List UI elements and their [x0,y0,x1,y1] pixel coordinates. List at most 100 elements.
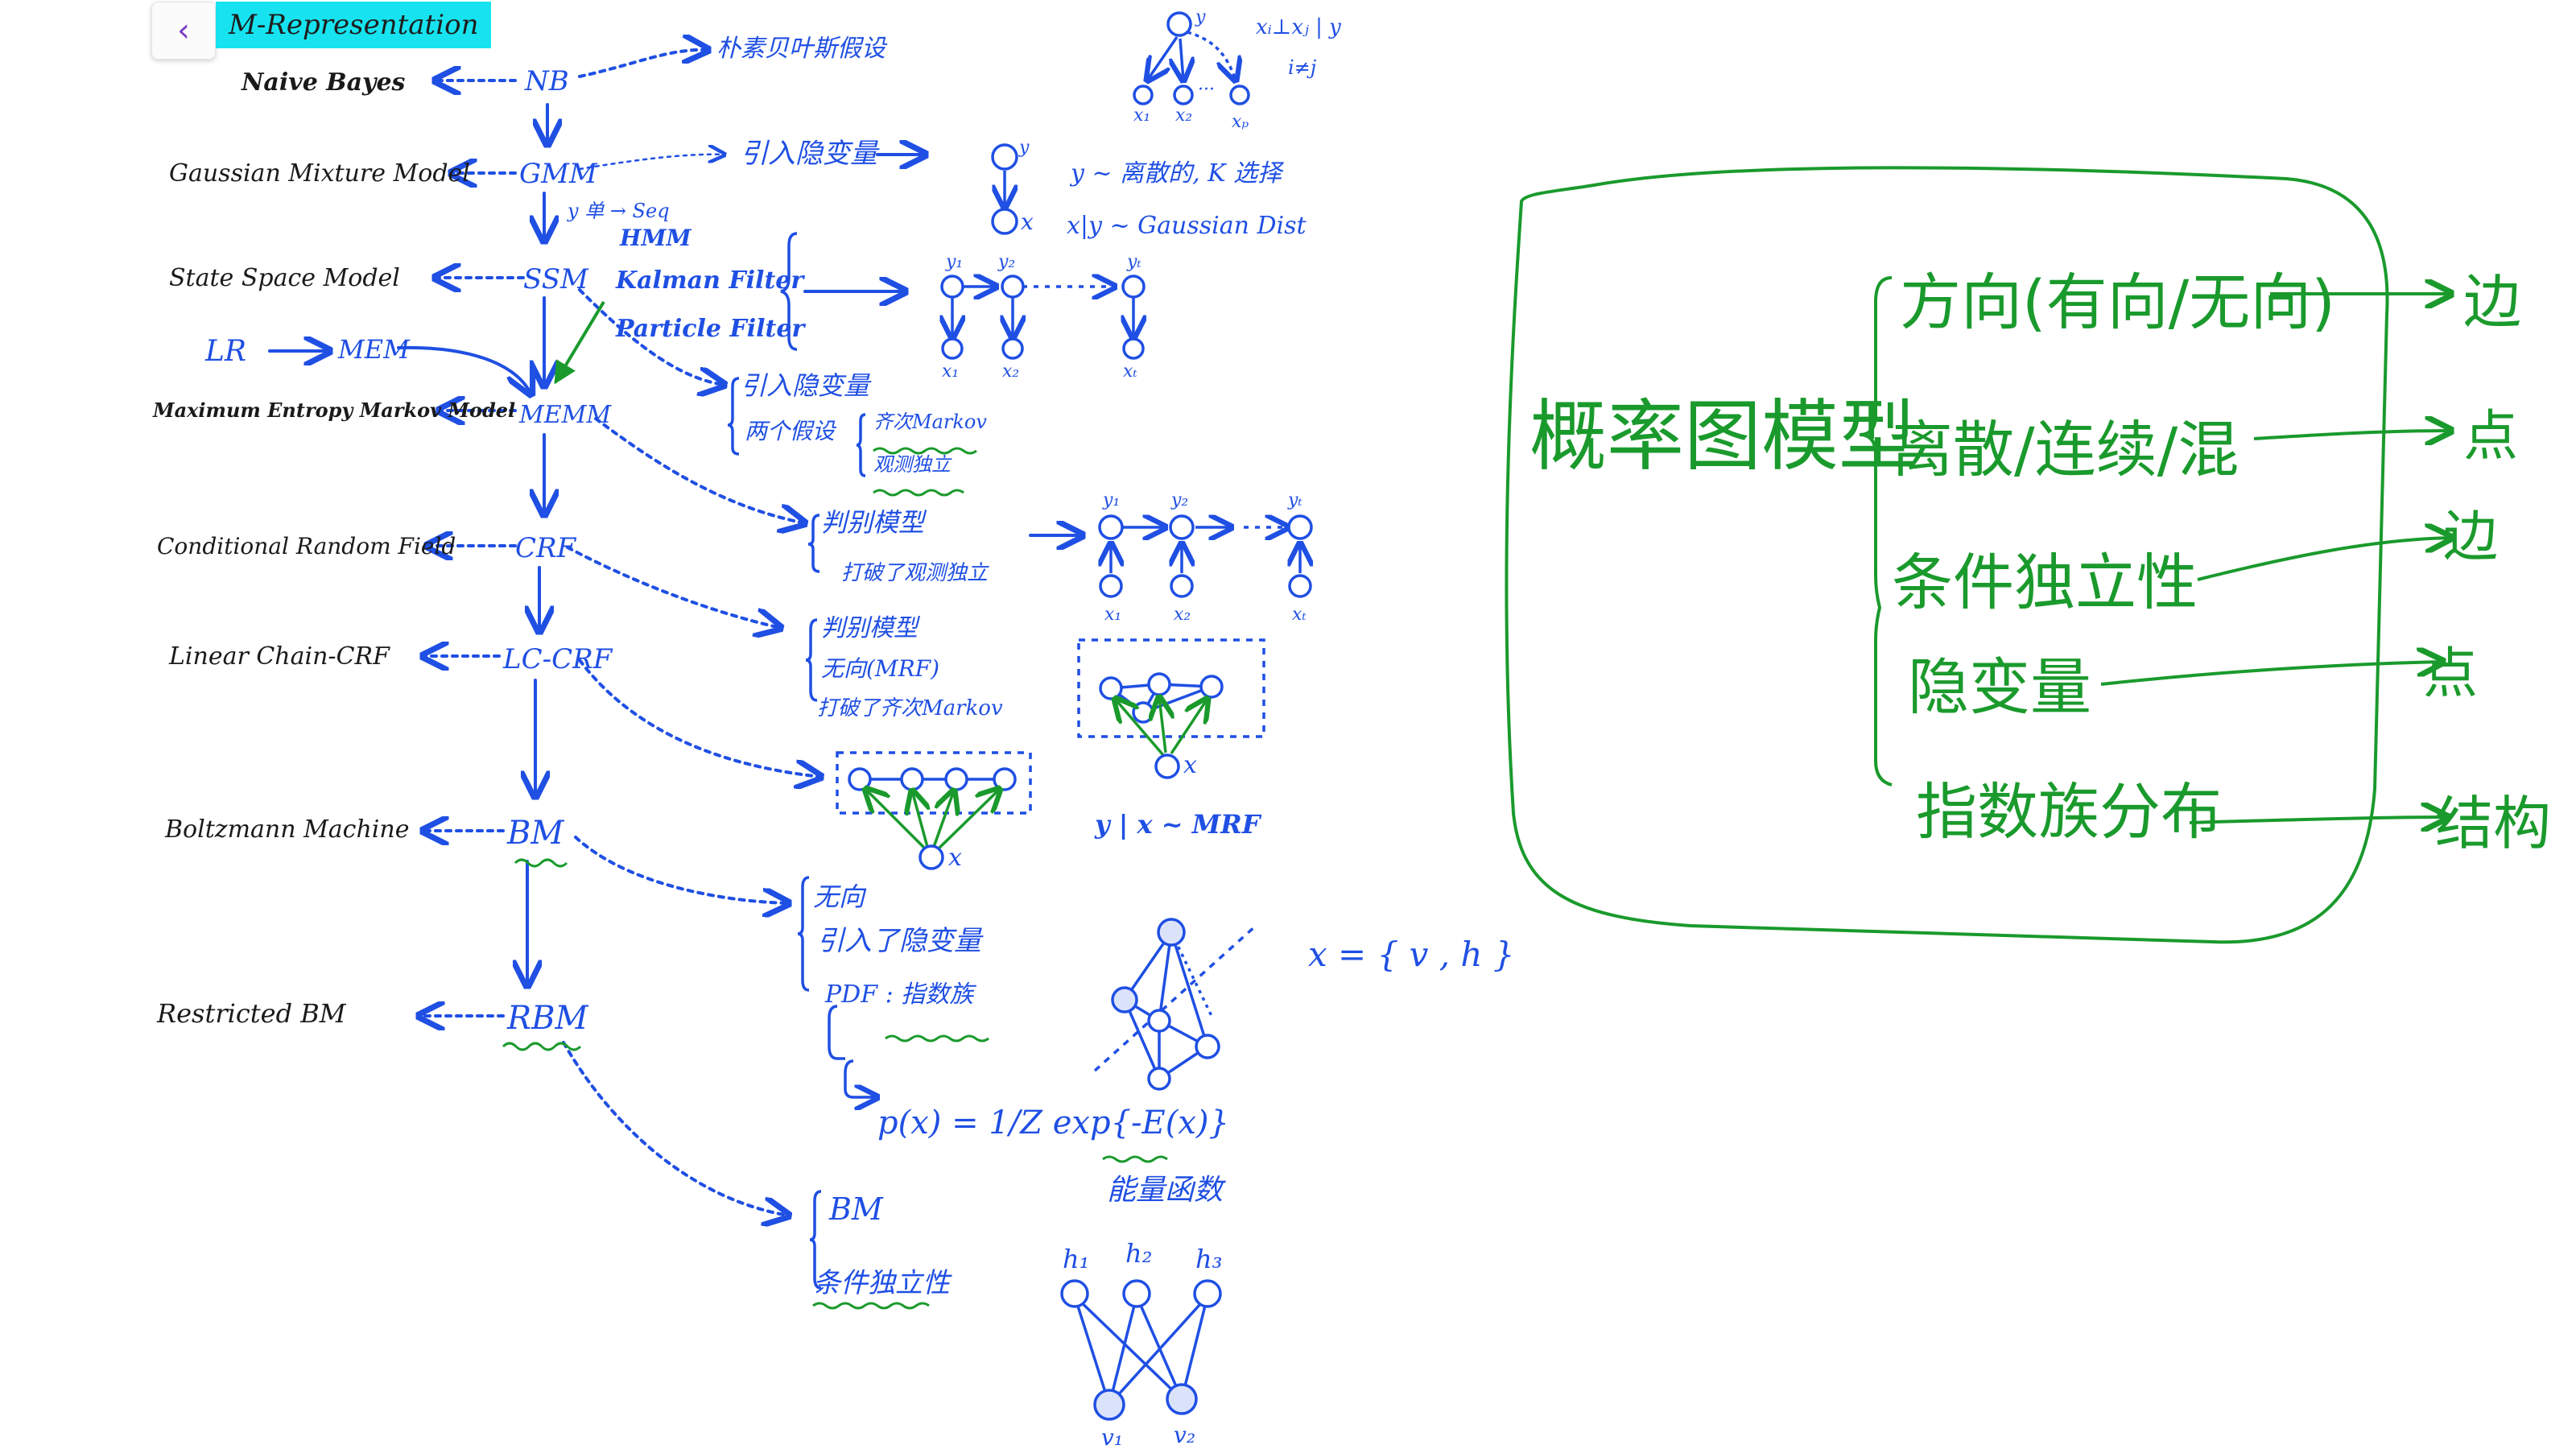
ssm-node-xt [1122,337,1145,360]
crf-node-yt [1287,514,1313,540]
note-lccrf-2: 无向(MRF) [821,655,939,682]
rbm-label-v2: v₂ [1174,1422,1195,1448]
gmm-label-x: x [1021,208,1034,235]
lccrf-label-x: x [948,844,962,872]
note-bm-1: 无向 [813,881,867,912]
crf-node-x2 [1170,574,1194,598]
label-memm: Maximum Entropy Markov Model [152,398,515,422]
gmm-node-x [991,208,1018,235]
note-gmm-seq: y 单 → Seq [567,200,670,222]
abbr-gmm: GMM [519,158,598,190]
note-memm-1: 引入隐变量 [741,370,872,401]
label-naive-bayes: Naive Bayes [241,68,406,97]
green-underlines [502,447,1168,1310]
model-abbreviations: NB GMM SSM MEMM CRF LC-CRF BM RBM LR MEM [204,65,613,1037]
label-ssm: State Space Model [169,264,400,292]
note-memm-2: 两个假设 [745,418,837,444]
nb-node-x2 [1173,85,1194,105]
page-title: M-Representation [216,2,492,48]
ssm-label-y1: y₁ [945,252,963,272]
ssm-variant-hmm: HMM [619,225,691,251]
nb-node-y [1166,11,1192,37]
abbr-nb: NB [524,65,569,97]
note-memm-3: 齐次Markov [873,411,987,433]
model-full-names: Naive Bayes Gaussian Mixture Model State… [152,68,515,1029]
ssm-node-y1 [940,275,964,299]
rbm-label-h2: h₂ [1125,1238,1152,1269]
note-nb: 朴素贝叶斯假设 [716,35,888,63]
graph-diagrams [836,11,1313,1421]
ssm-node-y2 [1001,275,1025,299]
summary-item-4: 隐变量 [1908,651,2091,723]
model-chain [268,50,1083,1216]
abbr-bm: BM [506,815,564,852]
ssm-label-x1: x₁ [942,361,959,382]
ssm-node-x2 [1001,337,1024,360]
nb-label-y: y [1195,7,1206,27]
label-crf: Conditional Random Field [157,533,456,559]
note-braces [727,232,877,1290]
crf-label-y2: y₂ [1170,490,1188,510]
hmm-to-memm-arrow [554,300,605,385]
note-bm-3: PDF : 指数族 [824,980,976,1009]
note-crf-1: 判别模型 [821,507,927,538]
ssm-node-yt [1121,275,1146,299]
summary-item-1: 方向(有向/无向) [1900,266,2335,338]
note-crf-2: 打破了观测独立 [841,561,989,585]
back-button[interactable]: ‹ [151,2,216,60]
summary-box-outline [1505,166,2389,944]
lccrf-graph [836,751,1032,870]
summary-title: 概率图模型 [1530,391,1916,481]
crf-label-x2: x₂ [1174,605,1191,625]
crf-node-x1 [1099,574,1123,598]
label-lccrf: Linear Chain-CRF [168,642,390,671]
abbr-mem: MEM [337,334,411,365]
summary-panel: 概率图模型 方向(有向/无向) 离散/连续/混 条件独立性 隐变量 指数族分布 … [1505,166,2551,944]
nb-label-x1: x₁ [1133,105,1150,126]
abbr-lccrf: LC-CRF [502,643,613,675]
nb-label-x2: x₂ [1175,105,1192,126]
note-lccrf-1: 判别模型 [821,614,921,642]
bm-node-2 [1111,986,1138,1013]
abbr-lr: LR [204,335,246,368]
note-lccrf-3: 打破了齐次Markov [817,696,1003,720]
ssm-node-x1 [941,337,964,360]
rbm-node-v2 [1166,1383,1198,1415]
ssm-graph [940,275,1146,360]
bm-node-1 [1157,918,1186,947]
rbm-label-h1: h₁ [1063,1244,1089,1274]
rbm-node-v1 [1093,1389,1125,1421]
nb-label-xp: xₚ [1232,112,1249,132]
nb-graph [1133,11,1250,105]
chevron-left-icon: ‹ [177,12,190,49]
note-mrf: y | x ~ MRF [1094,809,1262,840]
abbr-ssm: SSM [523,263,589,295]
bm-node-4 [1195,1034,1220,1059]
summary-target-2: 点 [2463,405,2518,469]
summary-brace [1859,276,1893,786]
ssm-label-xt: xₜ [1123,361,1137,382]
mrf-label-x: x [1183,751,1197,779]
bm-node-3 [1147,1009,1171,1033]
summary-item-2: 离散/连续/混 [1892,414,2239,485]
crf-node-xt [1288,574,1312,598]
bm-formula: p(x) = 1/Z exp{-E(x)} [877,1104,1229,1141]
nb-node-x1 [1133,85,1154,105]
summary-target-1: 边 [2463,268,2521,336]
crf-node-y2 [1169,514,1195,540]
nb-note-2: i≠j [1288,56,1317,79]
lccrf-node-x [919,844,944,870]
crf-graph [1098,514,1313,598]
note-memm-4: 观测独立 [873,453,952,476]
rbm-label-v1: v₁ [1101,1424,1123,1449]
label-rbm: Restricted BM [156,998,347,1029]
ssm-label-x2: x₂ [1002,361,1019,382]
note-gmm: 引入隐变量 [741,138,880,170]
ssm-variant-kalman: Kalman Filter [615,266,805,295]
gmm-note-1: y ~ 离散的, K 选择 [1069,159,1285,188]
summary-item-3: 条件独立性 [1892,547,2198,618]
summary-target-3: 边 [2443,506,2498,569]
gmm-label-y: y [1018,138,1030,158]
crf-node-y1 [1098,514,1124,540]
